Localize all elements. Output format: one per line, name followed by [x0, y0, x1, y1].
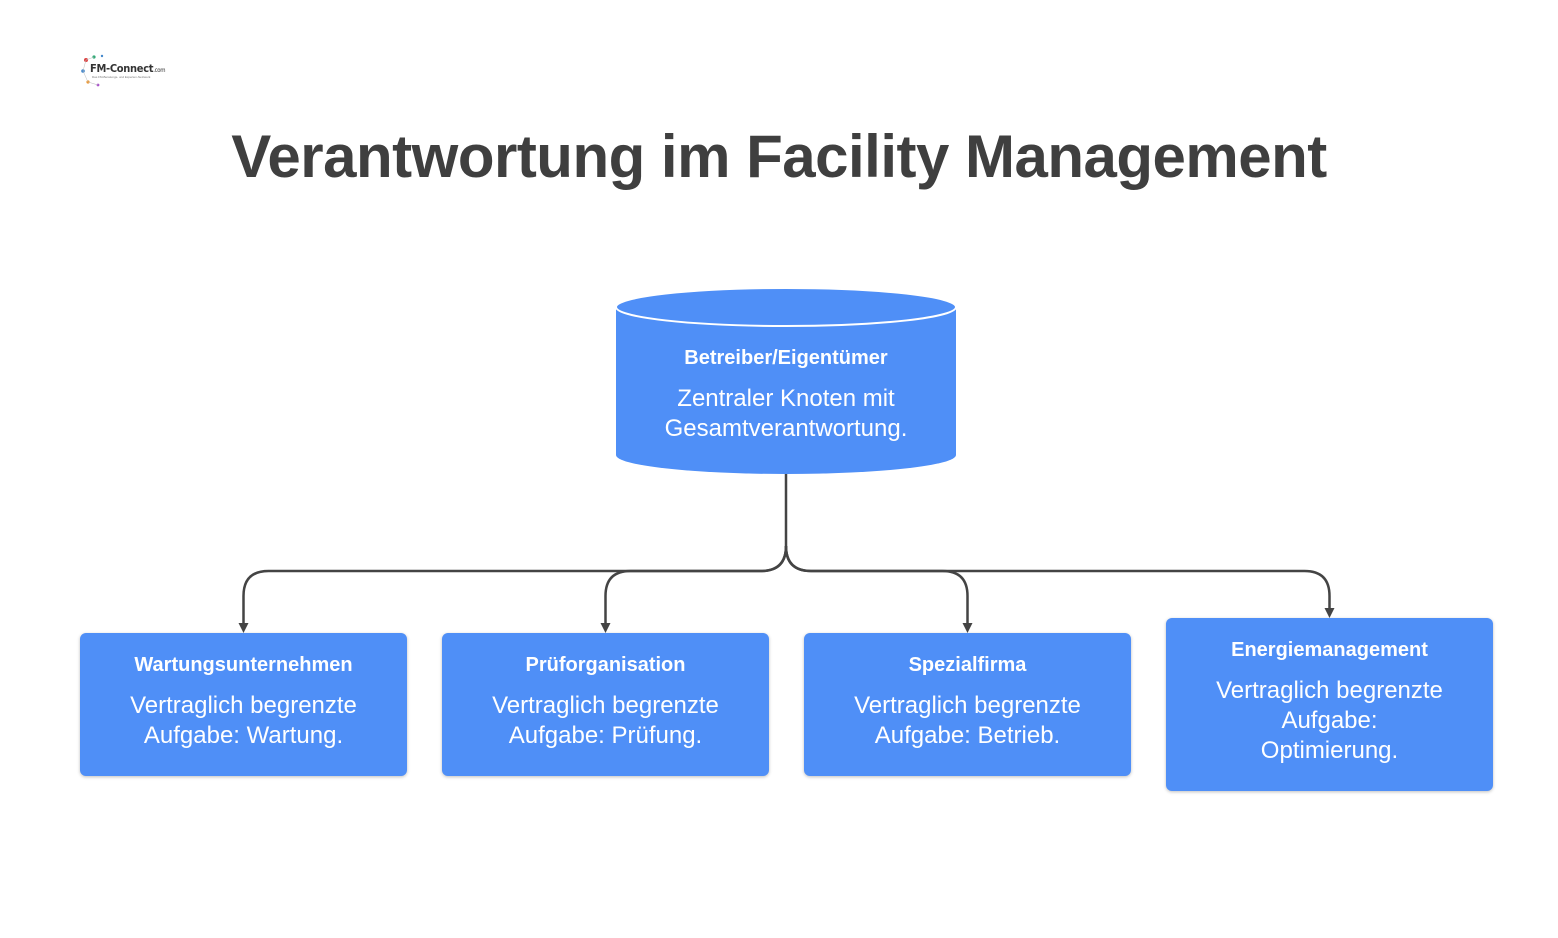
description-line: Zentraler Knoten mit	[677, 385, 895, 412]
child-node-title: Prüforganisation	[525, 654, 686, 676]
child-node-title: Spezialfirma	[908, 654, 1027, 676]
child-node-title: Energiemanagement	[1231, 639, 1428, 661]
description-line: Vertraglich begrenzte	[1216, 677, 1443, 704]
description-line: Aufgabe: Wartung.	[143, 722, 344, 749]
connector-arrow	[784, 545, 1335, 618]
description-line: Optimierung.	[1260, 737, 1399, 764]
connector-arrow	[784, 545, 973, 633]
description-line: Aufgabe: Betrieb.	[874, 722, 1061, 749]
description-line: Vertraglich begrenzte	[492, 692, 719, 719]
logo-wordmark: FM-Connect.com	[90, 62, 166, 75]
connector-arrow	[238, 545, 788, 633]
logo: FM-Connect.com Das FM-Beratungs- und Exp…	[80, 54, 166, 88]
logo-mark-icon	[81, 54, 104, 87]
page-title: Verantwortung im Facility Management	[231, 123, 1327, 190]
logo-tagline: Das FM-Beratungs- und Experten-Netzwerk	[92, 75, 151, 79]
child-node-title: Wartungsunternehmen	[134, 654, 353, 676]
description-line: Aufgabe: Prüfung.	[508, 722, 703, 749]
root-node-shape	[615, 287, 957, 474]
description-line: Gesamtverantwortung.	[664, 415, 908, 442]
description-line: Vertraglich begrenzte	[130, 692, 357, 719]
root-node-title: Betreiber/Eigentümer	[684, 347, 888, 369]
description-line: Aufgabe:	[1281, 707, 1378, 734]
description-line: Vertraglich begrenzte	[854, 692, 1081, 719]
connector-arrow	[600, 545, 788, 633]
